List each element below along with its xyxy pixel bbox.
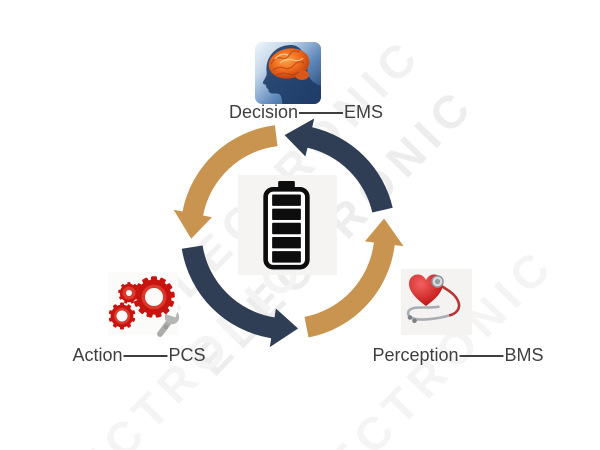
node-label-perception: Perception BMS [372,345,543,366]
gears-image [108,272,180,337]
gear-small-bottom [108,302,136,330]
wrench-icon [157,306,180,337]
battery-bar [272,208,301,221]
brain-image [255,42,321,104]
stethoscope-tube-red [437,282,461,317]
action-system: PCS [168,345,206,365]
stethoscope-earpiece [407,315,413,320]
stethoscope-earpiece [412,318,417,324]
cycle-arrow-top-left [173,125,278,239]
decision-term: Decision [228,102,299,122]
cycle-arrows [173,118,404,348]
battery-bar [272,222,301,235]
battery-bar [272,194,301,206]
brain-glyph [268,48,310,80]
label-connector-line [459,354,504,357]
decision-system: EMS [344,102,384,122]
node-label-action: Action PCS [72,345,205,366]
heart-stethoscope-image [401,269,472,335]
cycle-arrow-bottom-left [181,245,299,348]
cycle-arrow-top-right [284,118,393,213]
battery-icon [263,181,310,270]
label-connector-line [299,111,344,114]
stethoscope-chestpiece-center [434,278,441,285]
label-connector-line [123,354,168,357]
stethoscope-tube-gray [406,305,450,321]
gear-small-top [118,282,140,304]
gear-cluster [108,276,175,330]
battery-charge-bars [272,194,301,263]
perception-system: BMS [504,345,544,365]
battery-bar [272,236,301,249]
gear-large [133,276,175,318]
battery-bar [272,251,301,263]
perception-term: Perception [372,345,459,365]
node-label-decision: Decision EMS [229,102,383,123]
cycle-arrow-bottom-right [304,218,404,338]
action-term: Action [72,345,123,365]
brain-image-art [262,45,321,104]
